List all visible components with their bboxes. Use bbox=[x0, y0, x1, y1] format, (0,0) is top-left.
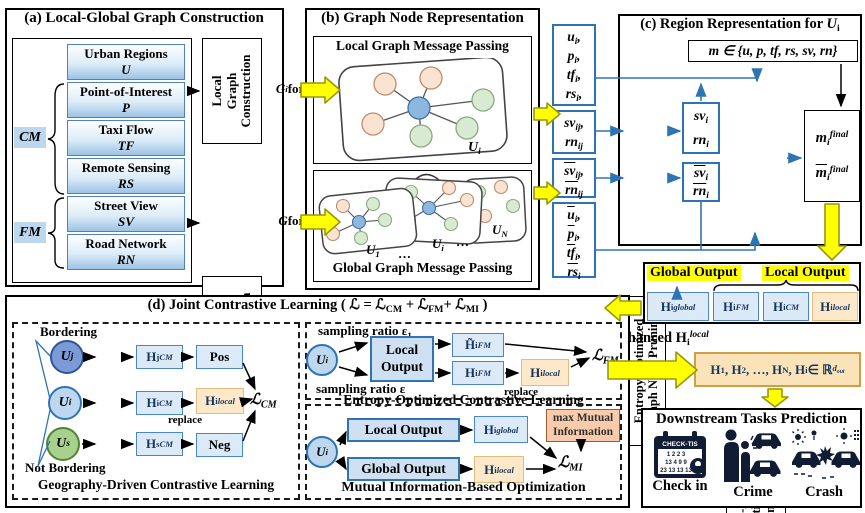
loss-cm-label: ℒCM bbox=[250, 392, 277, 411]
loss-mi-label: ℒMI bbox=[558, 454, 583, 474]
local-features-box: ui,pi,tfi,rsi, bbox=[552, 24, 596, 106]
global-graph-illustration bbox=[318, 173, 527, 255]
mi-global-output-box: Global Output bbox=[347, 457, 460, 481]
m-final-box: mifinal mifinal bbox=[804, 110, 860, 202]
svg-text:CHECK-TIS: CHECK-TIS bbox=[662, 441, 698, 448]
panel-d-title: (d) Joint Contrastive Learning ( ℒ = ℒCM… bbox=[147, 297, 488, 316]
local-message-passing-title: Local Graph Message Passing bbox=[336, 38, 509, 53]
crash-icon bbox=[792, 428, 860, 479]
neg-box: Neg bbox=[196, 433, 243, 457]
downstream-title: Downstream Tasks Prediction bbox=[655, 411, 848, 427]
global-graph-ellipsis-2: … bbox=[456, 234, 469, 249]
bordering-label: Bordering bbox=[40, 324, 98, 339]
geography-contrastive-box bbox=[12, 322, 300, 500]
task-crime-label: Crime bbox=[733, 484, 773, 500]
mi-caption: Mutual Information-Based Optimization bbox=[341, 480, 586, 495]
svg-text:13 4 9 9: 13 4 9 9 bbox=[665, 460, 687, 466]
panel-a-title: (a) Local-Global Graph Construction bbox=[24, 10, 264, 26]
geo-replace-label: replace bbox=[168, 414, 203, 426]
sampling-ratio-label: sampling ratio ε bbox=[316, 381, 406, 396]
loss-fm-label: ℒFM bbox=[592, 348, 619, 367]
cross-global-features-box: svij,rnij bbox=[552, 158, 596, 199]
modality-set-box: m ∈ {u, p, tf, rs, sv, rn} bbox=[688, 40, 858, 62]
not-bordering-label: Not Bordering bbox=[25, 460, 106, 475]
pos-box: Pos bbox=[196, 345, 243, 369]
panel-b-title: (b) Graph Node Representation bbox=[321, 10, 524, 26]
global-graph-node-label-ui: Ui bbox=[432, 236, 444, 253]
m-final-bar-label: mifinal bbox=[815, 164, 849, 184]
global-features-box: ui,pi,tfi,rsi bbox=[552, 202, 596, 281]
global-output-label: Global Output bbox=[647, 265, 741, 281]
local-graph-node-label: Ui bbox=[468, 140, 481, 158]
panel-c-title: (c) Region Representation for Ui bbox=[640, 16, 840, 35]
geography-caption: Geography-Driven Contrastive Learning bbox=[37, 477, 275, 492]
local-output-label: Local Output bbox=[762, 265, 849, 281]
entropy-caption: Entropy-Optimized Contrastive Learning bbox=[343, 392, 584, 407]
entropy-replace-label: replace bbox=[504, 386, 539, 398]
group-label-cm: CM bbox=[14, 127, 46, 148]
m-final-label: mifinal bbox=[815, 128, 849, 148]
sampling-ratio-1-label: sampling ratio ε1 bbox=[318, 323, 412, 340]
crime-icon bbox=[724, 429, 781, 482]
global-graph-ellipsis-1: … bbox=[398, 246, 411, 261]
global-graph-node-label-u1: U1 bbox=[366, 242, 380, 259]
enhanced-h-local-label: Enhanced Hilocal bbox=[610, 329, 709, 349]
global-message-passing-title: Global Graph Message Passing bbox=[332, 260, 513, 275]
local-graph-illustration bbox=[338, 58, 508, 162]
svg-text:1 2 2 3: 1 2 2 3 bbox=[667, 452, 686, 458]
check-in-calendar-icon: CHECK-TIS 1 2 2 3 13 4 9 9 23 13 13 13 bbox=[654, 431, 706, 478]
svg-text:23 13 13 13: 23 13 13 13 bbox=[660, 468, 692, 474]
cross-features-box: svij,rnij bbox=[552, 110, 596, 154]
task-check-in-label: Check in bbox=[652, 478, 708, 494]
mi-local-output-box: Local Output bbox=[347, 418, 460, 442]
group-label-fm: FM bbox=[14, 222, 46, 243]
arrow-to-downstream bbox=[761, 388, 789, 408]
global-graph-node-label-un: UN bbox=[492, 222, 508, 239]
task-crash-label: Crash bbox=[805, 484, 843, 500]
panel-joint-contrastive-learning bbox=[5, 295, 630, 508]
